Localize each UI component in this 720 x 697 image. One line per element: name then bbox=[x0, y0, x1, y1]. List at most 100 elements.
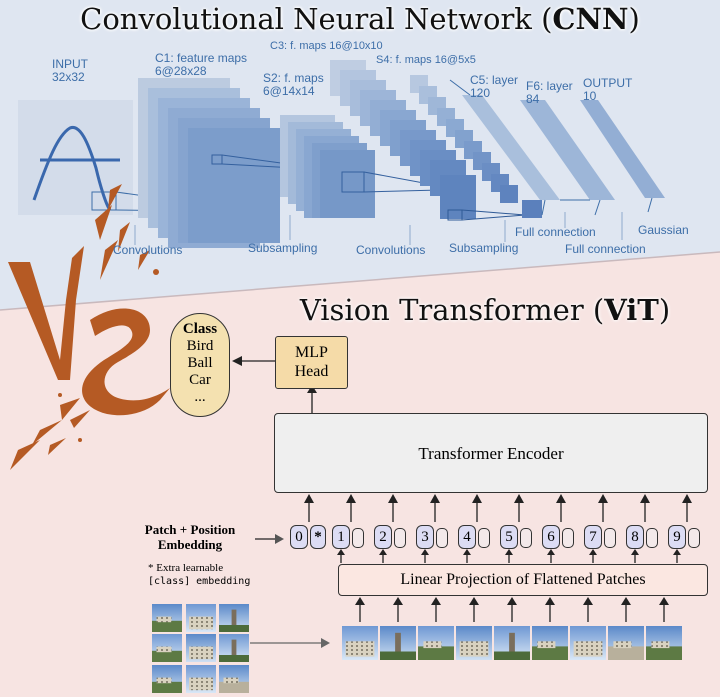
image-patch bbox=[219, 665, 249, 693]
class-box-title: Class bbox=[182, 321, 218, 337]
patch-embedding-slot bbox=[520, 528, 532, 548]
patch-embedding-slot bbox=[478, 528, 490, 548]
patch-embedding-slot bbox=[394, 528, 406, 548]
vit-connectors bbox=[232, 356, 330, 648]
arrow-head bbox=[430, 494, 440, 503]
op-convolutions-1: Convolutions bbox=[113, 243, 183, 257]
class-item: ... bbox=[194, 389, 206, 405]
image-patch bbox=[186, 604, 216, 632]
label-s4: S4: f. maps 16@5x5 bbox=[376, 54, 476, 66]
label-c1: C1: feature maps 6@28x28 bbox=[155, 51, 248, 78]
arrow-head bbox=[631, 549, 639, 555]
arrow-head bbox=[355, 597, 365, 605]
image-patch bbox=[608, 626, 644, 660]
arrow-head bbox=[463, 549, 471, 555]
image-patch bbox=[152, 634, 182, 662]
arrow-head bbox=[621, 597, 631, 605]
patch-arrows bbox=[355, 597, 669, 622]
op-subsampling-2: Subsampling bbox=[449, 241, 519, 255]
cnn-full-connection-layers bbox=[449, 79, 665, 216]
arrow-head bbox=[589, 549, 597, 555]
token-index: 0 bbox=[295, 529, 303, 545]
op-gaussian: Gaussian bbox=[638, 223, 689, 237]
image-patch bbox=[494, 626, 530, 660]
arrow-head bbox=[547, 549, 555, 555]
image-patch bbox=[646, 626, 682, 660]
label-c5: C5: layer 120 bbox=[470, 73, 519, 100]
token-arrows bbox=[304, 494, 692, 563]
arrow-head bbox=[640, 494, 650, 503]
embedding-token: 1 bbox=[332, 525, 350, 549]
transformer-encoder-box: Transformer Encoder bbox=[274, 413, 708, 493]
cnn-operation-ticks bbox=[134, 212, 623, 245]
vs-brush-graphic bbox=[8, 184, 170, 470]
image-patch bbox=[152, 665, 182, 693]
op-subsampling-1: Subsampling bbox=[248, 241, 318, 255]
class-item: Car bbox=[189, 372, 211, 388]
embedding-token: 0 bbox=[290, 525, 308, 549]
embedding-token: 5 bbox=[500, 525, 518, 549]
image-patch bbox=[219, 634, 249, 662]
arrow-head bbox=[472, 494, 482, 503]
token-index: 4 bbox=[463, 529, 471, 545]
mlp-head-box: MLP Head bbox=[275, 336, 348, 389]
cnn-c3-feature-maps bbox=[330, 60, 526, 221]
arrow-head bbox=[505, 549, 513, 555]
arrow-head bbox=[659, 597, 669, 605]
class-output-box: Class Bird Ball Car ... bbox=[170, 313, 230, 417]
arrow-head bbox=[507, 597, 517, 605]
token-index: 8 bbox=[631, 529, 639, 545]
label-c3: C3: f. maps 16@10x10 bbox=[270, 40, 383, 52]
op-convolutions-2: Convolutions bbox=[356, 243, 426, 257]
token-index: 1 bbox=[337, 529, 345, 545]
label-f6: F6: layer 84 bbox=[526, 79, 573, 106]
cnn-c1-feature-maps bbox=[138, 78, 334, 248]
image-patch bbox=[418, 626, 454, 660]
class-token-marker: * bbox=[310, 525, 326, 549]
image-patch bbox=[570, 626, 606, 660]
linear-projection-box: Linear Projection of Flattened Patches bbox=[338, 564, 708, 596]
embedding-token: 4 bbox=[458, 525, 476, 549]
arrow-head bbox=[421, 549, 429, 555]
op-full-connection-2: Full connection bbox=[565, 242, 646, 256]
arrow-head bbox=[682, 494, 692, 503]
arrow-head bbox=[337, 549, 345, 555]
token-index: 6 bbox=[547, 529, 555, 545]
arrow-head bbox=[556, 494, 566, 503]
label-s2: S2: f. maps 6@14x14 bbox=[263, 71, 324, 98]
embedding-token: 8 bbox=[626, 525, 644, 549]
patch-embedding-slot bbox=[562, 528, 574, 548]
class-item: Ball bbox=[187, 355, 213, 371]
patch-position-embedding-label: Patch + Position Embedding bbox=[144, 522, 236, 552]
token-index: 9 bbox=[673, 529, 681, 545]
image-patch bbox=[532, 626, 568, 660]
arrow-head bbox=[514, 494, 524, 503]
patch-embedding-slot bbox=[688, 528, 700, 548]
image-patch bbox=[186, 665, 216, 693]
embedding-token: 3 bbox=[416, 525, 434, 549]
image-patch bbox=[186, 634, 216, 662]
patch-embedding-slot bbox=[646, 528, 658, 548]
arrow-head bbox=[304, 494, 314, 503]
arrow-head bbox=[393, 597, 403, 605]
token-index: 2 bbox=[379, 529, 387, 545]
patch-embedding-slot bbox=[604, 528, 616, 548]
vit-title: Vision Transformer (ViT) bbox=[299, 293, 671, 327]
class-item: Bird bbox=[186, 338, 214, 354]
patch-sequence bbox=[342, 626, 682, 660]
arrow-head bbox=[469, 597, 479, 605]
image-patch bbox=[456, 626, 492, 660]
embedding-token: 7 bbox=[584, 525, 602, 549]
image-patch bbox=[342, 626, 378, 660]
arrow-head bbox=[388, 494, 398, 503]
token-index: 3 bbox=[421, 529, 429, 545]
arrow-head bbox=[545, 597, 555, 605]
image-patch bbox=[380, 626, 416, 660]
token-index: 5 bbox=[505, 529, 513, 545]
input-image-grid bbox=[152, 604, 249, 693]
cnn-s2-feature-maps bbox=[280, 115, 441, 218]
image-patch bbox=[219, 604, 249, 632]
arrow-head bbox=[431, 597, 441, 605]
cnn-title: Convolutional Neural Network (CNN) bbox=[80, 2, 640, 36]
embedding-token: 9 bbox=[668, 525, 686, 549]
